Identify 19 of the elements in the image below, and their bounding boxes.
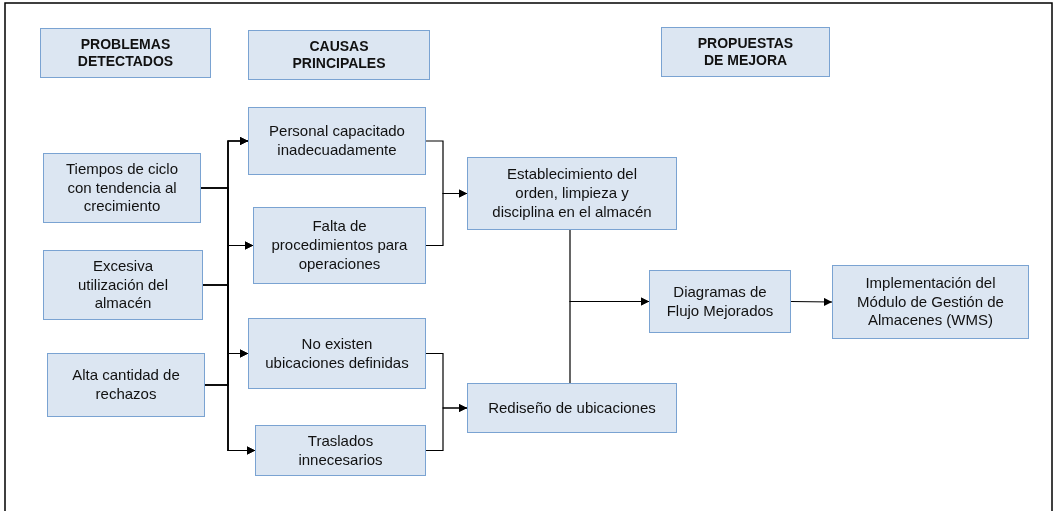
process-box: Diagramas de Flujo Mejorados <box>649 270 791 333</box>
process-box: Personal capacitado inadecuadamente <box>248 107 426 175</box>
column-header: PROPUESTAS DE MEJORA <box>661 27 830 77</box>
process-box: No existen ubicaciones definidas <box>248 318 426 389</box>
column-header: CAUSAS PRINCIPALES <box>248 30 430 80</box>
process-box: Rediseño de ubicaciones <box>467 383 677 433</box>
process-box: Alta cantidad de rechazos <box>47 353 205 417</box>
connector-arrow <box>204 384 256 455</box>
connector-arrow <box>425 189 468 247</box>
connector-arrow <box>790 297 833 307</box>
process-box: Implementación del Módulo de Gestión de Almacenes (WMS) <box>832 265 1029 339</box>
connector-arrow <box>425 403 468 452</box>
process-box: Excesiva utilización del almacén <box>43 250 203 320</box>
process-box: Traslados innecesarios <box>255 425 426 476</box>
connector-arrow <box>569 297 650 384</box>
process-box: Falta de procedimientos para operaciones <box>253 207 426 284</box>
column-header: PROBLEMAS DETECTADOS <box>40 28 211 78</box>
process-box: Tiempos de ciclo con tendencia al crecimiento <box>43 153 201 223</box>
process-box: Establecimiento del orden, limpieza y disciplina en el almacén <box>467 157 677 230</box>
